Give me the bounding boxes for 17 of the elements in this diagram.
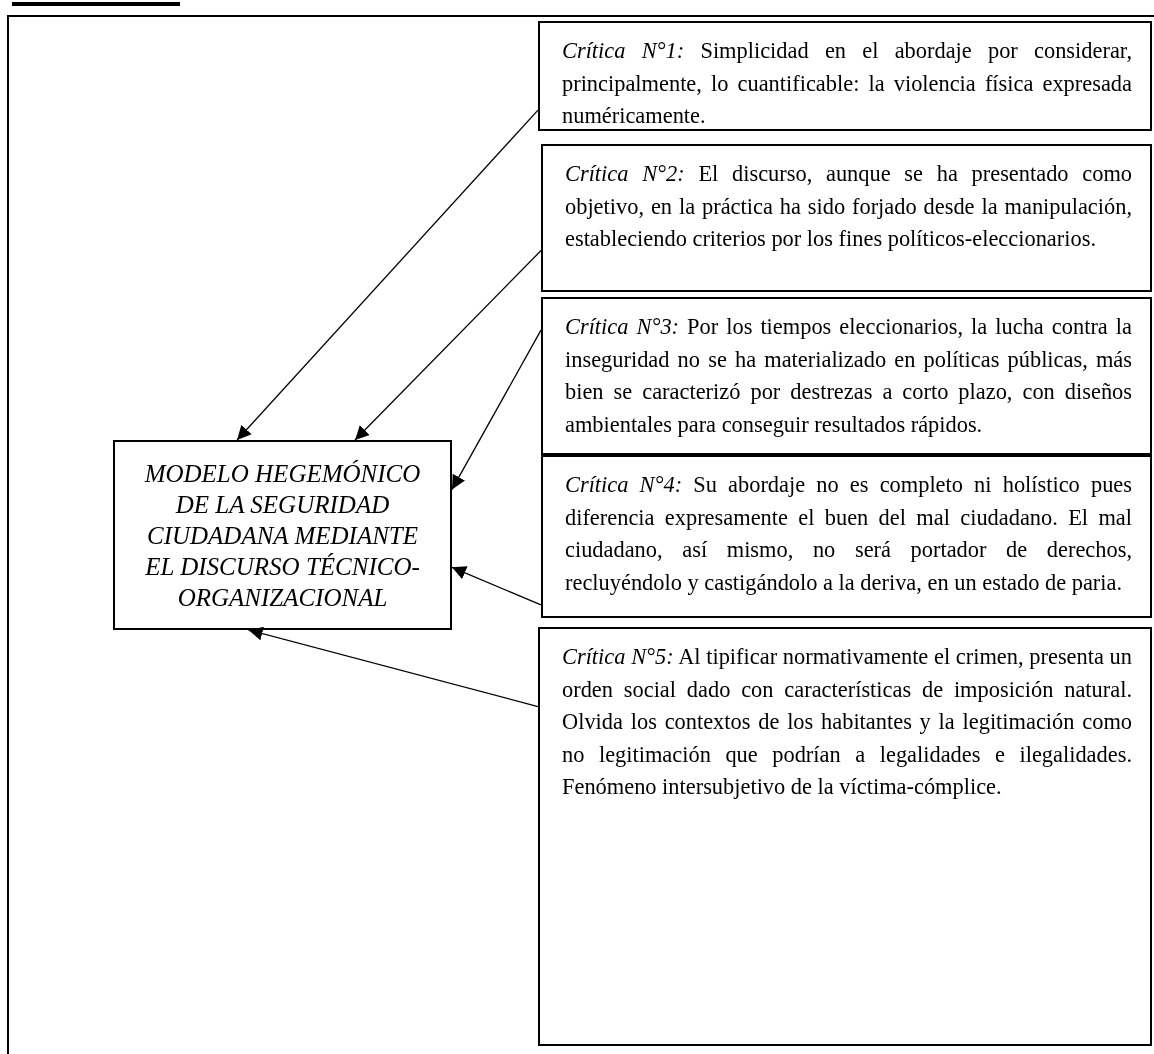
model-box [113,440,452,630]
critique-box [538,627,1152,1046]
arrow [236,109,539,441]
critique-text: Crítica N°1: Simplicidad en el abordaje por considerar, principalmente, lo cuantificable: la violencia física expresada numéricamente. [562,37,1132,130]
arrow [247,626,539,708]
critique-text: Crítica N°4: Su abordaje no es completo ni holístico pues diferencia expresamente el buen del mal ciudadano. El mal ciudadano, así mismo, no será portador de derechos, recluyéndolo y castigándolo a la deriva, en un estado de paria. [565,471,1132,597]
critique-box [538,21,1152,131]
model-title: MODELO HEGEMÓNICO DE LA SEGURIDAD CIUDADANA MEDIANTE EL DISCURSO TÉCNICO-ORGANIZACIONAL [143,458,422,613]
critique-box [541,455,1152,618]
arrow [451,566,542,606]
arrow [354,249,542,441]
critique-box [541,297,1152,455]
critique-text: Crítica N°5: Al tipificar normativamente el crimen, presenta un orden social dado con características de imposición natural. Olvida los contextos de los habitantes y la legitimación como no legitimación que podrían a legalidades e ilegalidades. Fenómeno intersubjetivo de la víctima-cómplice. [562,643,1132,801]
arrow [451,329,542,491]
critique-text: Crítica N°2: El discurso, aunque se ha presentado como objetivo, en la práctica ha sido forjado desde la manipulación, estableciendo criterios por los fines políticos-eleccionarios. [565,160,1132,253]
critique-box [541,144,1152,292]
critique-text: Crítica N°3: Por los tiempos eleccionarios, la lucha contra la inseguridad no se ha materializado en políticas públicas, más bien se caracterizó por destrezas a corto plazo, con diseños ambientales para conseguir resultados rápidos. [565,313,1132,439]
